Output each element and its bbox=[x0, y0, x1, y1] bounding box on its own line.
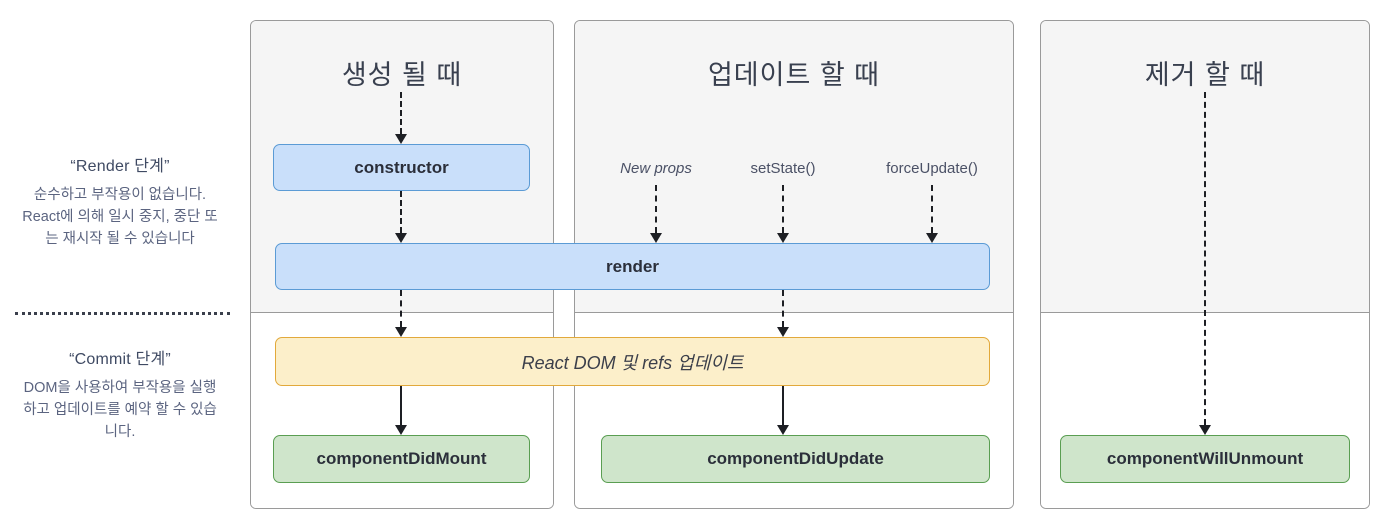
arrow-force-update-to-render bbox=[925, 185, 939, 243]
arrow-constructor-to-render bbox=[394, 191, 408, 243]
sidebar-phase-render: “Render 단계” 순수하고 부작용이 없습니다. React에 의해 일시… bbox=[0, 152, 240, 250]
column-title-mount: 생성 될 때 bbox=[341, 60, 463, 90]
column-title-unmount: 제거 할 때 bbox=[1144, 60, 1266, 90]
column-title-update: 업데이트 할 때 bbox=[707, 60, 881, 90]
trigger-label-set-state: setState() bbox=[750, 160, 816, 177]
arrow-commit-dom-to-did-mount bbox=[394, 386, 408, 435]
arrow-unmount-start-to-will-unmount bbox=[1198, 92, 1212, 435]
arrow-commit-dom-to-did-update bbox=[776, 386, 790, 435]
arrow-new-props-to-render bbox=[649, 185, 663, 243]
lifecycle-box-component-will-unmount[interactable]: componentWillUnmount bbox=[1060, 435, 1350, 483]
trigger-label-force-update: forceUpdate() bbox=[886, 160, 978, 177]
commit-phase-description: DOM을 사용하여 부작용을 실행하고 업데이트를 예약 할 수 있습니다. bbox=[23, 380, 217, 441]
lifecycle-box-component-did-mount[interactable]: componentDidMount bbox=[273, 435, 530, 483]
lifecycle-box-react-dom-refs-update[interactable]: React DOM 및 refs 업데이트 bbox=[275, 337, 990, 386]
render-phase-description: 순수하고 부작용이 없습니다. React에 의해 일시 중지, 중단 또는 재… bbox=[22, 187, 218, 248]
trigger-label-new-props: New props bbox=[620, 160, 692, 177]
arrow-render-to-commit-dom-mount bbox=[394, 290, 408, 337]
render-phase-title: “Render 단계” bbox=[70, 158, 170, 175]
arrow-set-state-to-render bbox=[776, 185, 790, 243]
arrow-render-to-commit-dom-update bbox=[776, 290, 790, 337]
lifecycle-box-render[interactable]: render bbox=[275, 243, 990, 290]
sidebar-phase-commit: “Commit 단계” DOM을 사용하여 부작용을 실행하고 업데이트를 예약… bbox=[0, 345, 240, 443]
lifecycle-box-component-did-update[interactable]: componentDidUpdate bbox=[601, 435, 990, 483]
lifecycle-box-constructor[interactable]: constructor bbox=[273, 144, 530, 191]
sidebar-phase-divider bbox=[15, 312, 230, 315]
commit-phase-title: “Commit 단계” bbox=[69, 351, 171, 368]
arrow-mount-start-to-constructor bbox=[394, 92, 408, 144]
